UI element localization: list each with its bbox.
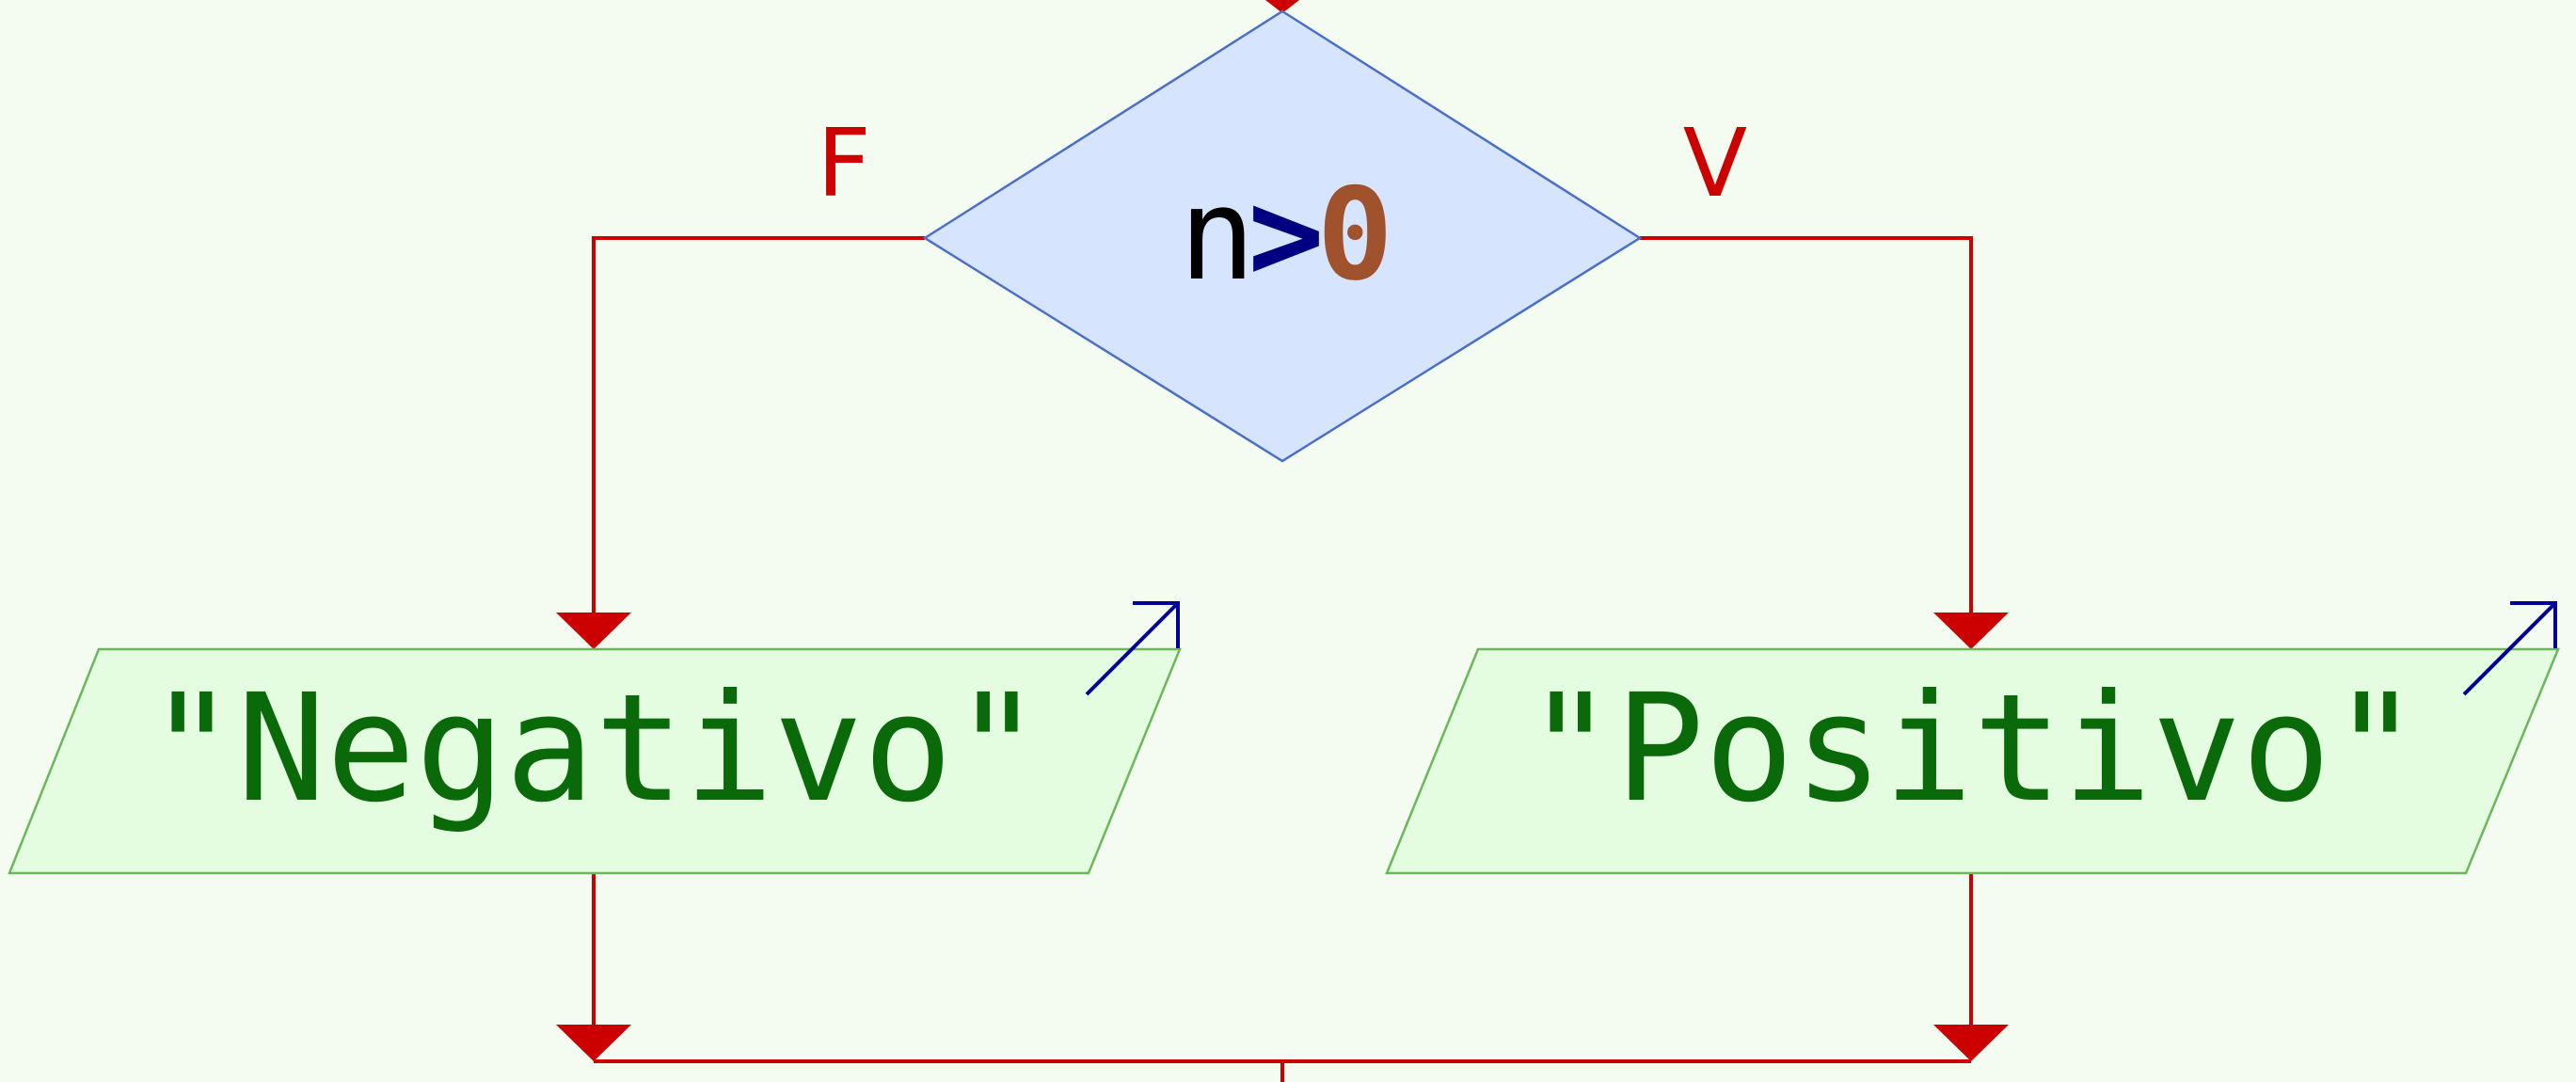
decision-node: n>0 [922,9,1643,463]
condition-number: 0 [1317,161,1387,309]
true-branch-label: V [1683,108,1747,218]
output-node-positive: "Positivo" [1385,601,2560,875]
true-branch-line [1640,236,1973,621]
condition-operator: > [1248,161,1319,309]
output-parallelogram-left [8,647,1182,875]
arrow-heads [556,0,2009,1061]
condition-variable: n [1179,161,1248,309]
decision-condition: n>0 [1179,161,1387,309]
output-arrow-icon [2462,601,2557,696]
output-node-negative: "Negativo" [8,601,1182,875]
decision-diamond [922,9,1643,463]
right-merge-arrow-icon [1933,1025,2009,1061]
left-output-arrow-icon [556,613,631,649]
false-branch-label: F [817,108,871,218]
false-branch-line [592,236,925,621]
incoming-arrow-icon [1265,0,1299,13]
output-text-negative: "Negativo" [147,662,1042,835]
left-merge-arrow-icon [556,1025,631,1061]
output-arrow-icon [1085,601,1180,696]
output-text-positive: "Positivo" [1525,662,2420,835]
output-parallelogram-right [1385,647,2560,875]
right-output-arrow-icon [1933,613,2009,649]
flow-lines [592,0,1973,1082]
